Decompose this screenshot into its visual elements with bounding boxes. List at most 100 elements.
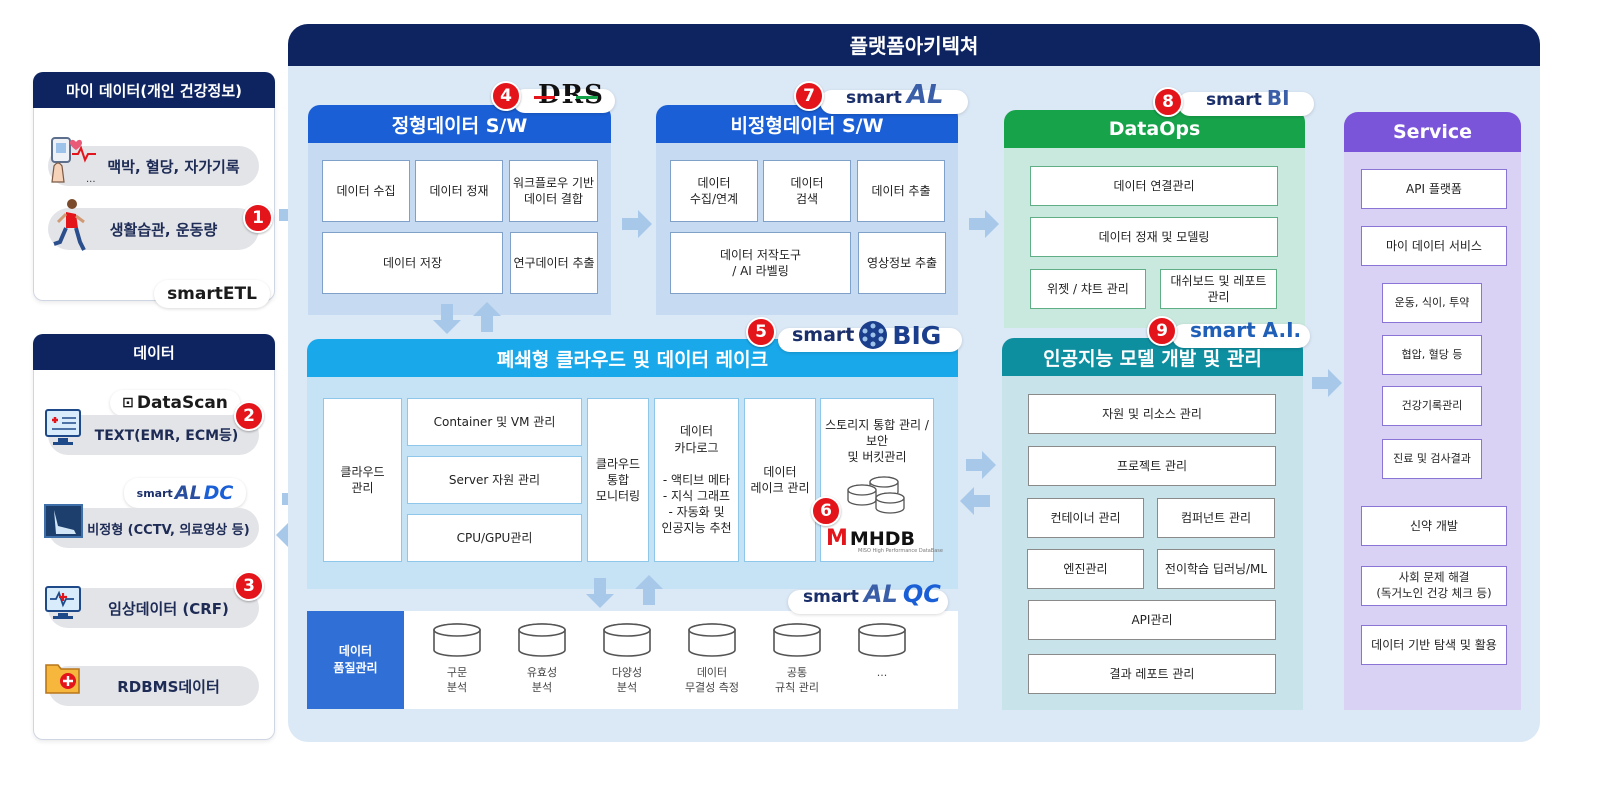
ai-box-project: 프로젝트 관리 — [1028, 446, 1276, 486]
cloud-box-server: Server 자원 관리 — [407, 456, 582, 504]
arrow-down-cloud — [586, 578, 614, 608]
quality-item-rules: 공통 규칙 관리 — [775, 666, 819, 694]
quality-item-integrity: 데이터 무결성 측정 — [684, 666, 740, 694]
structured-box-store: 데이터 저장 — [322, 232, 503, 294]
service-box-api: API 플랫폼 — [1361, 169, 1507, 209]
quality-label: 데이터 품질관리 — [307, 611, 404, 709]
db-more-icon — [858, 623, 906, 657]
ai-box-engine: 엔진관리 — [1027, 549, 1144, 589]
ai-box-transfer: 전이학습 딥러닝/ML — [1157, 549, 1275, 589]
service-box-drug: 신약 개발 — [1361, 506, 1507, 546]
drs-logo-stripe — [534, 96, 598, 99]
arrow-up-structured — [473, 302, 501, 332]
datascan-logo: ⊡DataScan — [110, 390, 240, 416]
mhdb-subtitle: MISO High Performance DataBase — [858, 548, 943, 554]
dataops-box-widget: 위젯 / 챠트 관리 — [1030, 269, 1146, 309]
service-title: Service — [1344, 112, 1521, 152]
unstructured-box-extract: 데이터 추출 — [857, 160, 945, 222]
smart-big-logo-text: smart BIG — [792, 320, 942, 350]
unstructured-box-collect: 데이터 수집/연계 — [670, 160, 758, 222]
emr-monitor-icon — [45, 409, 81, 445]
arrow-right-cloud — [966, 451, 996, 479]
quality-item-syntax: 구문 분석 — [446, 666, 468, 694]
db-diversity-icon — [603, 623, 651, 657]
service-box-exam: 진료 및 검사결과 — [1382, 439, 1482, 479]
quality-item-diversity: 다양성 분석 — [611, 666, 643, 694]
unstructured-box-image: 영상정보 추출 — [858, 232, 946, 294]
platform-title: 플랫폼아키텍쳐 — [288, 24, 1540, 66]
dataops-box-dashboard: 대쉬보드 및 레포트 관리 — [1160, 269, 1277, 309]
service-box-social: 사회 문제 해결 (독거노인 건강 체크 등) — [1361, 566, 1507, 606]
cloud-box-lake: 데이터 레이크 관리 — [744, 398, 816, 562]
service-box-explore: 데이터 기반 탐색 및 활용 — [1361, 625, 1507, 665]
arrow-right-ai — [1312, 369, 1342, 397]
mydata-title: 마이 데이터(개인 건강정보) — [33, 72, 275, 108]
runner-icon — [53, 199, 86, 251]
big-globe-icon — [859, 321, 888, 349]
arrow-right-unstructured — [969, 210, 999, 238]
aldc-logo: smart AL DC — [124, 478, 246, 508]
service-box-record: 건강기록관리 — [1382, 386, 1482, 426]
badge-6: 6 — [811, 496, 841, 526]
badge-2: 2 — [234, 401, 264, 431]
mhdb-logo: M MHDB — [826, 526, 915, 551]
clinical-screen-icon — [45, 586, 81, 619]
arrow-up-cloud — [635, 575, 663, 605]
service-box-exercise: 운동, 식이, 투약 — [1382, 283, 1482, 323]
smartetl-logo: smartETL — [154, 280, 270, 308]
database-stack-icon — [847, 476, 905, 514]
service-box-bp: 협압, 혈당 등 — [1382, 335, 1482, 375]
data-title: 데이터 — [33, 334, 275, 370]
dataops-box-modeling: 데이터 정재 및 모델링 — [1030, 217, 1278, 257]
cloud-box-monitor: 클라우드 통합 모니터링 — [587, 398, 649, 562]
unstructured-box-labeling: 데이터 저작도구 / AI 라벨링 — [670, 232, 851, 294]
ai-box-container: 컨테이너 관리 — [1027, 498, 1144, 538]
mydata-panel — [33, 72, 275, 301]
ai-box-api: API관리 — [1028, 600, 1276, 640]
smart-bi-logo — [1178, 92, 1314, 116]
vital-monitor-icon — [51, 137, 96, 183]
quality-item-validity: 유효성 분석 — [526, 666, 558, 694]
ai-box-resource: 자원 및 리소스 관리 — [1028, 394, 1276, 434]
db-rules-icon — [773, 623, 821, 657]
cloud-box-container: Container 및 VM 관리 — [407, 398, 582, 446]
structured-box-research: 연구데이터 추출 — [510, 232, 598, 294]
dataops-title: DataOps — [1004, 110, 1305, 148]
folder-medical-icon — [45, 664, 80, 694]
data-item-rdbms: RDBMS데이터 — [48, 666, 259, 706]
data-item-text: TEXT(EMR, ECM등) — [48, 415, 259, 455]
badge-5: 5 — [746, 317, 776, 347]
ai-box-report: 결과 레포트 관리 — [1028, 654, 1276, 694]
db-syntax-icon — [433, 623, 481, 657]
smart-ai-logo — [1172, 324, 1310, 348]
dataops-box-connect: 데이터 연결관리 — [1030, 166, 1278, 206]
quality-item-more: ... — [876, 666, 888, 679]
db-integrity-icon — [688, 623, 736, 657]
drs-logo — [513, 89, 615, 113]
structured-box-workflow: 워크플로우 기반 데이터 결합 — [509, 160, 598, 222]
db-validity-icon — [518, 623, 566, 657]
smart-ai-logo-text: smart A.I. — [1190, 318, 1302, 342]
badge-4: 4 — [491, 81, 521, 111]
smart-alqc-logo — [788, 590, 948, 614]
service-box-mydata: 마이 데이터 서비스 — [1361, 226, 1507, 266]
structured-box-refine: 데이터 정재 — [415, 160, 503, 222]
structured-box-collect: 데이터 수집 — [322, 160, 410, 222]
badge-8: 8 — [1153, 87, 1183, 117]
arrow-left-cloud — [960, 487, 990, 515]
badge-9: 9 — [1147, 316, 1177, 346]
badge-3: 3 — [234, 571, 264, 601]
badge-7: 7 — [794, 81, 824, 111]
smart-alqc-logo-text: smart AL QC — [803, 580, 941, 608]
unstructured-box-search: 데이터 검색 — [763, 160, 851, 222]
cloud-box-catalog: 데이터 카다로그 - 액티브 메타 - 지식 그래프 - 자동화 및 인공지능 … — [654, 398, 739, 562]
data-item-unstructured: 비정형 (CCTV, 의료영상 등) — [48, 508, 259, 548]
arrow-right-structured — [622, 210, 652, 238]
smart-al-logo-text: smart AL — [846, 80, 944, 110]
cloud-box-cpugpu: CPU/GPU관리 — [407, 514, 582, 562]
xray-foot-icon — [44, 504, 83, 538]
data-item-clinical: 임상데이터 (CRF) — [48, 588, 259, 628]
smart-bi-logo-text: smart BI — [1206, 86, 1290, 110]
mydata-ellipsis: ... — [86, 174, 96, 185]
smart-al-logo — [820, 90, 968, 114]
